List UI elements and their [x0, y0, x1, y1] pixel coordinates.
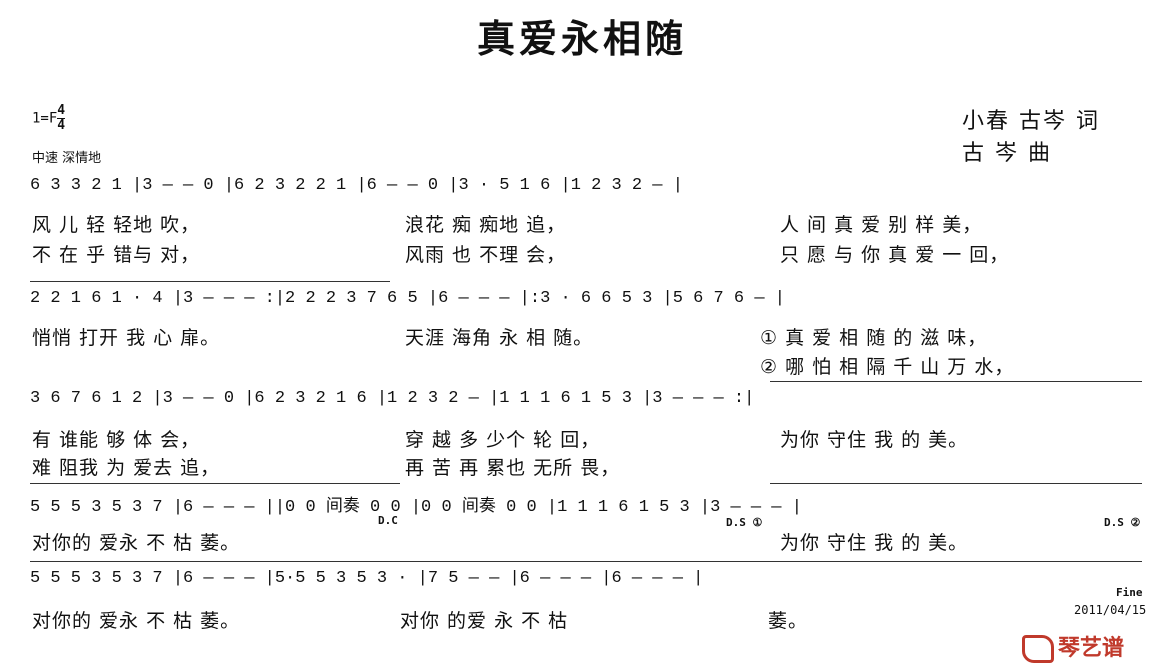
volta-bracket [770, 381, 1142, 382]
volta-bracket [770, 483, 1142, 484]
notation-line: 6 3 3 2 1 |3 — — 0 |6 2 3 2 2 1 |6 — — 0… [30, 176, 683, 195]
lyric-line: 只 愿 与 你 真 爱 一 回， [780, 244, 1010, 266]
time-unit: 4 [57, 118, 66, 133]
lyricist-credit: 小春 古岑 词 [962, 109, 1100, 134]
ds2-mark: D.S ② [1104, 516, 1141, 529]
tempo-marking: 中速 深情地 [32, 151, 102, 166]
composer-credit: 古 岑 曲 [962, 141, 1052, 166]
ds1-mark: D.S ① [726, 516, 763, 529]
lyric-line: 天涯 海角 永 相 随。 [405, 327, 594, 349]
score-row-1: 6 3 3 2 1 |3 — — 0 |6 2 3 2 2 1 |6 — — 0… [30, 176, 1142, 200]
lyric-line: 有 谁能 够 体 会， [32, 429, 201, 451]
lyric-line: 穿 越 多 少个 轮 回， [405, 429, 601, 451]
lyric-line: ② 哪 怕 相 隔 千 山 万 水， [760, 356, 1015, 378]
lyric-line: 萎。 [768, 610, 809, 632]
lyric-line: 风 儿 轻 轻地 吹， [32, 214, 201, 236]
site-logo[interactable]: 琴艺谱 [1022, 630, 1124, 663]
volta-bracket [30, 561, 1142, 562]
key-prefix: 1=F [32, 110, 58, 127]
score-row-2: 2 2 1 6 1 · 4 |3 — — — :|2 2 2 3 7 6 5 |… [30, 281, 1142, 313]
lyric-line: 对你的 爱永 不 枯 萎。 [32, 532, 241, 554]
score-row-3: 3 6 7 6 1 2 |3 — — 0 |6 2 3 2 1 6 |1 2 3… [30, 381, 1142, 413]
lyric-line: 不 在 乎 错与 对， [32, 244, 201, 266]
lyric-line: 难 阻我 为 爱去 追， [32, 457, 221, 479]
fine-mark: Fine [1116, 586, 1143, 599]
time-beats: 4 [57, 103, 66, 118]
lyric-line: 浪花 痴 痴地 追， [405, 214, 567, 236]
logo-icon [1022, 635, 1054, 663]
lyric-line: 为你 守住 我 的 美。 [780, 429, 969, 451]
volta-bracket [30, 281, 390, 282]
notation-line: 5 5 5 3 5 3 7 |6 — — — |5·5 5 3 5 3 · |7… [30, 569, 704, 588]
logo-text: 琴艺谱 [1058, 636, 1125, 661]
lyric-line: 风雨 也 不理 会， [405, 244, 567, 266]
lyric-line: 悄悄 打开 我 心 扉。 [32, 327, 221, 349]
lyric-line: ① 真 爱 相 随 的 滋 味， [760, 327, 988, 349]
volta-bracket [30, 483, 400, 484]
lyric-line: 人 间 真 爱 别 样 美， [780, 214, 983, 236]
score-row-5: 5 5 5 3 5 3 7 |6 — — — |5·5 5 3 5 3 · |7… [30, 561, 1142, 593]
lyric-line: 为你 守住 我 的 美。 [780, 532, 969, 554]
date-stamp: 2011/04/15 [1074, 603, 1147, 617]
notation-line: 3 6 7 6 1 2 |3 — — 0 |6 2 3 2 1 6 |1 2 3… [30, 389, 755, 408]
lyric-line: 对你 的爱 永 不 枯 [400, 610, 569, 632]
song-title: 真爱永相随 [476, 17, 687, 61]
dc-mark: D.C [378, 514, 398, 527]
lyric-line: 对你的 爱永 不 枯 萎。 [32, 610, 241, 632]
score-row-4: 5 5 5 3 5 3 7 |6 — — — ||0 0 间奏 0 0 |0 0… [30, 483, 1142, 517]
lyric-line: 再 苦 再 累也 无所 畏， [405, 457, 621, 479]
notation-line: 2 2 1 6 1 · 4 |3 — — — :|2 2 2 3 7 6 5 |… [30, 289, 785, 308]
notation-line: 5 5 5 3 5 3 7 |6 — — — ||0 0 间奏 0 0 |0 0… [30, 498, 802, 517]
